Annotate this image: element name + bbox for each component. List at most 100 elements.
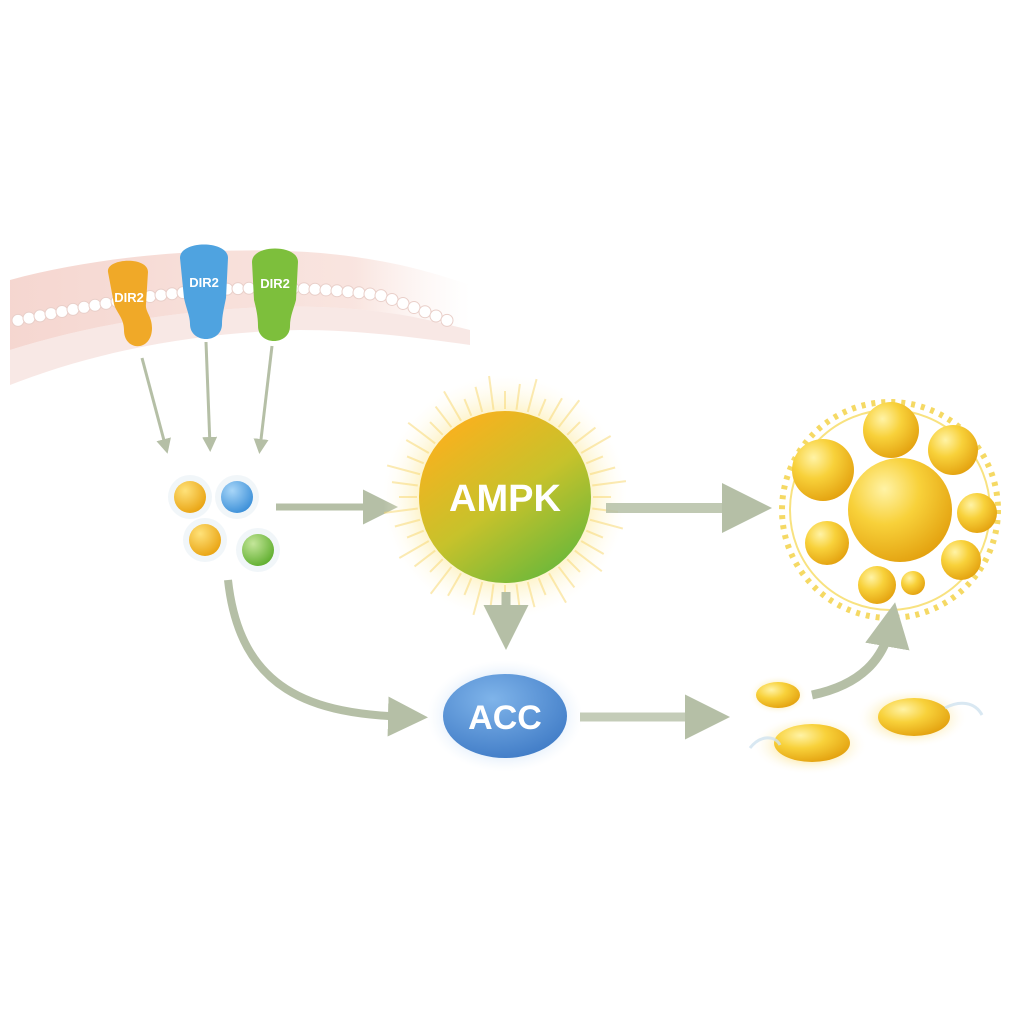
lipid-droplet-small (774, 724, 850, 762)
lipid-bead (363, 287, 377, 301)
lipid-bead (407, 301, 421, 315)
glow-ray (406, 529, 425, 539)
lipid-bead (440, 313, 454, 327)
receptor-label: DIR2 (189, 275, 219, 290)
lipid-bead (11, 313, 25, 327)
glow-ray (463, 577, 473, 596)
lipid-bead (297, 282, 311, 296)
glow-ray (472, 581, 484, 616)
glow-ray (537, 398, 547, 417)
acc-ellipse (443, 674, 567, 758)
lipid-bead (22, 311, 36, 325)
arrow-cluster-to-acc (224, 579, 428, 737)
lipid-bead (88, 298, 102, 312)
lipid-droplet (863, 402, 919, 458)
lipid-bead (319, 283, 333, 297)
glow-ray (407, 421, 436, 445)
lipid-bead (429, 309, 443, 323)
ampk-circle (419, 411, 591, 583)
glow-ray (434, 405, 453, 428)
lipid-droplet (957, 493, 997, 533)
glow-ray (589, 518, 624, 530)
glow-ray (398, 540, 430, 559)
glow-ray (413, 549, 436, 568)
glow-ray (394, 518, 421, 528)
glow-ray (405, 439, 430, 454)
lipid-bead (154, 288, 168, 302)
glow-ray (429, 566, 453, 595)
lipid-bead (231, 282, 245, 296)
molecule-orange (174, 481, 206, 513)
receptor-label: DIR2 (114, 290, 144, 305)
lipid-droplet (941, 540, 981, 580)
lipid-bead (44, 307, 58, 321)
glow-ray (580, 540, 605, 555)
glow-ray (429, 421, 444, 436)
receptor-blue: DIR2 (180, 244, 228, 339)
glow-ray (515, 383, 521, 410)
glow-ray (592, 480, 627, 487)
lipid-bead (352, 286, 366, 300)
lipid-bead (99, 296, 113, 310)
arrow-receptor-green (253, 345, 274, 454)
central-lipid-droplet (848, 458, 952, 562)
ampk-label: AMPK (449, 478, 561, 520)
glow-ray (406, 455, 425, 465)
receptor-orange: DIR2 (107, 260, 152, 347)
glow-ray (443, 390, 462, 422)
lipid-bead (330, 284, 344, 298)
lipid-bead (374, 289, 388, 303)
glow-ray (589, 466, 616, 476)
lipid-bead (396, 296, 410, 310)
lipid-bead (341, 285, 355, 299)
glow-ray (566, 421, 581, 436)
glow-ray (526, 378, 538, 413)
receptor-label: DIR2 (260, 276, 290, 291)
glow-ray (574, 549, 603, 573)
glow-ray (526, 581, 536, 608)
cell-membrane (10, 250, 470, 385)
lipid-droplet (805, 521, 849, 565)
lipid-droplet-small (756, 682, 800, 708)
glow-ray (463, 398, 473, 417)
receptor-green: DIR2 (252, 248, 298, 341)
lipid-droplet (858, 566, 896, 604)
lipid-droplet (792, 439, 854, 501)
lipid-bead (308, 282, 322, 296)
acc-node: ACC (427, 660, 583, 772)
glow-ray (386, 464, 421, 476)
glow-ray (566, 558, 581, 573)
glow-ray (537, 577, 547, 596)
glow-ray (557, 399, 581, 428)
glow-ray (429, 558, 444, 573)
glow-ray (580, 435, 612, 454)
lipid-bead (77, 300, 91, 314)
molecule-green (242, 534, 274, 566)
molecule-orange (189, 524, 221, 556)
glow-ray (447, 572, 462, 597)
lipid-droplet (928, 425, 978, 475)
glow-ray (585, 529, 604, 539)
glow-ray (474, 386, 484, 413)
lipid-droplet-cluster (779, 399, 1001, 621)
ampk-node: AMPK (383, 375, 627, 619)
lipid-droplet (901, 571, 925, 595)
lipid-droplet-small (878, 698, 950, 736)
acc-label: ACC (468, 699, 542, 737)
lipid-bead (33, 309, 47, 323)
molecule-blue (221, 481, 253, 513)
glow-ray (488, 375, 495, 410)
glow-ray (548, 572, 567, 604)
arrow-receptor-orange (140, 357, 171, 454)
glow-ray (391, 481, 418, 487)
glow-ray (557, 566, 576, 589)
glow-ray (574, 426, 597, 445)
arrow-receptor-blue (202, 341, 218, 452)
arrow-droplets-to-cluster (811, 602, 910, 700)
glow-ray (585, 455, 604, 465)
lipid-bead (385, 292, 399, 306)
glow-ray (383, 507, 418, 514)
signal-molecule-cluster (168, 475, 280, 572)
lipid-bead (418, 305, 432, 319)
